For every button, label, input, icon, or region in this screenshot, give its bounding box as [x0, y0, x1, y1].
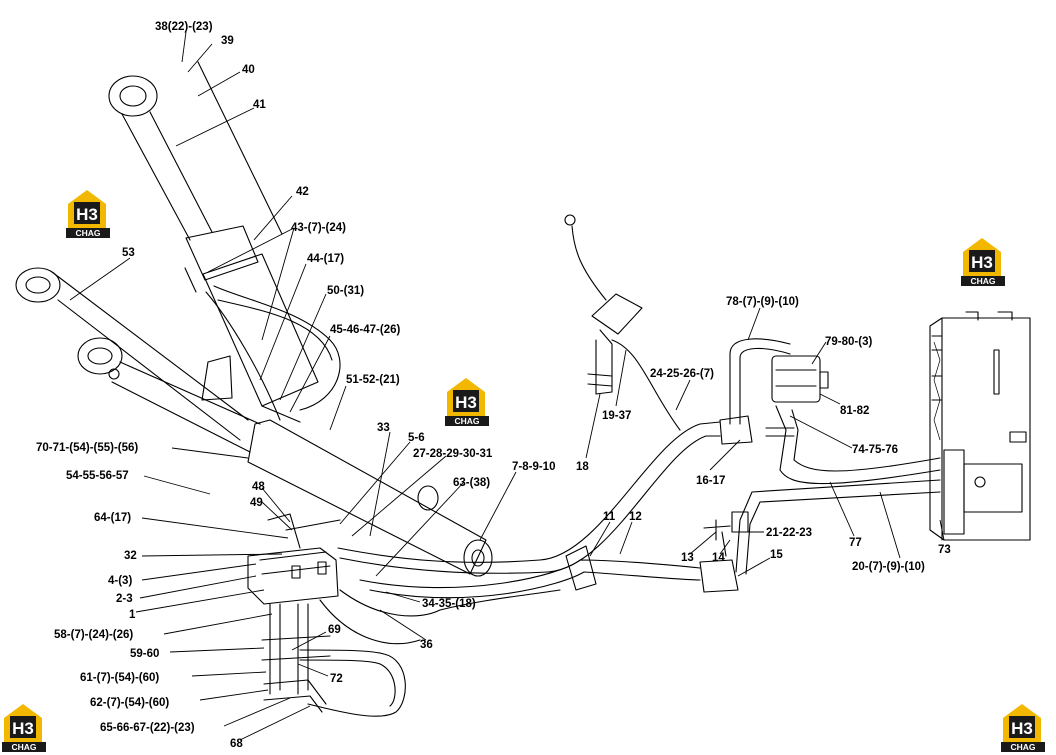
label-48: 48: [252, 481, 265, 493]
label-41: 41: [253, 99, 266, 111]
label-32: 32: [124, 550, 137, 562]
label-2: 2-3: [116, 593, 133, 605]
leader-lines: [69, 31, 945, 741]
label-61: 61-(7)-(54)-(60): [80, 672, 159, 684]
label-79: 79-80-(3): [825, 336, 872, 348]
label-40: 40: [242, 64, 255, 76]
pilot-control: [564, 214, 681, 431]
label-21: 21-22-23: [766, 527, 812, 539]
label-81: 81-82: [840, 405, 869, 417]
brand-logo-text: CHAG: [970, 276, 995, 286]
label-78: 78-(7)-(9)-(10): [726, 296, 799, 308]
label-77: 77: [849, 537, 862, 549]
bucket-cylinder: [77, 337, 493, 577]
label-19: 19-37: [602, 410, 631, 422]
label-38: 38(22)-(23): [155, 21, 213, 33]
arm-cylinder: [15, 267, 249, 441]
part-labels: 38(22)-(23) 39 40 41 42 43-(7)-(24) 44-(…: [36, 21, 951, 750]
drawing: [15, 61, 1031, 717]
label-34: 34-35-(18): [422, 598, 476, 610]
label-54: 54-55-56-57: [66, 470, 129, 482]
label-12: 12: [629, 511, 642, 523]
label-42: 42: [296, 186, 309, 198]
label-63: 63-(38): [453, 477, 490, 489]
label-15: 15: [770, 549, 783, 561]
label-68: 68: [230, 738, 243, 750]
label-20: 20-(7)-(9)-(10): [852, 561, 925, 573]
label-62: 62-(7)-(54)-(60): [90, 697, 169, 709]
label-59: 59-60: [130, 648, 159, 660]
label-7: 7-8-9-10: [512, 461, 555, 473]
brand-logo: CHAG: [445, 378, 489, 426]
label-64: 64-(17): [94, 512, 131, 524]
label-58: 58-(7)-(24)-(26): [54, 629, 133, 641]
label-74: 74-75-76: [852, 444, 898, 456]
long-hoses: [337, 421, 941, 599]
label-50: 50-(31): [327, 285, 364, 297]
label-45: 45-46-47-(26): [330, 324, 400, 336]
label-44: 44-(17): [307, 253, 344, 265]
label-39: 39: [221, 35, 234, 47]
label-69: 69: [328, 624, 341, 636]
label-5: 5-6: [408, 432, 425, 444]
control-valve-block: [247, 513, 341, 605]
label-51: 51-52-(21): [346, 374, 400, 386]
brand-logo-text: CHAG: [454, 416, 479, 426]
label-16: 16-17: [696, 475, 725, 487]
brand-logo-text: CHAG: [75, 228, 100, 238]
label-33: 33: [377, 422, 390, 434]
label-53: 53: [122, 247, 135, 259]
label-1: 1: [129, 609, 136, 621]
brand-logo-text: CHAG: [11, 742, 36, 752]
label-36: 36: [420, 639, 433, 651]
brand-logo: CHAG: [2, 704, 46, 752]
brand-logo: CHAG: [66, 190, 110, 238]
hydraulic-tank: [929, 311, 1031, 541]
label-65: 65-66-67-(22)-(23): [100, 722, 195, 734]
label-18: 18: [576, 461, 589, 473]
label-73: 73: [938, 544, 951, 556]
label-11: 11: [603, 511, 616, 523]
label-70: 70-71-(54)-(55)-(56): [36, 442, 138, 454]
label-24: 24-25-26-(7): [650, 368, 714, 380]
lower-hoses: [261, 589, 561, 717]
label-72: 72: [330, 673, 343, 685]
label-27: 27-28-29-30-31: [413, 448, 493, 460]
upper-cylinder: [108, 61, 341, 423]
label-4: 4-(3): [108, 575, 132, 587]
brand-logo: CHAG: [961, 238, 1005, 286]
label-49: 49: [250, 497, 263, 509]
brand-logo: CHAG: [1001, 704, 1045, 752]
label-14: 14: [712, 552, 725, 564]
label-13: 13: [681, 552, 694, 564]
upper-right-assembly: [719, 338, 941, 485]
label-43: 43-(7)-(24): [291, 222, 346, 234]
brand-logo-text: CHAG: [1010, 742, 1035, 752]
bracket-parts: [703, 519, 731, 557]
